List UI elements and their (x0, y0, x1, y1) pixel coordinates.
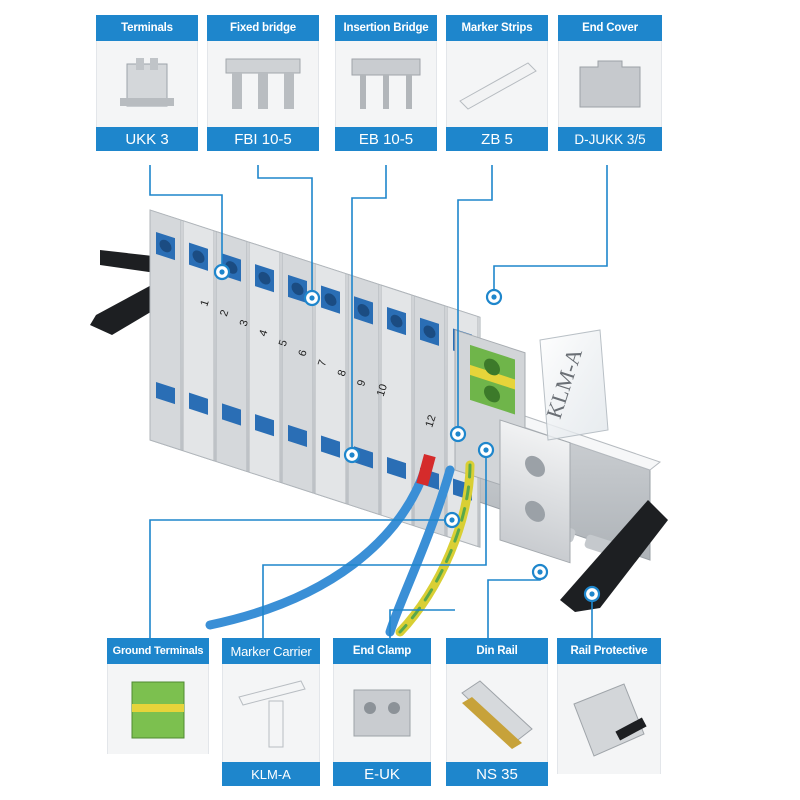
terminal-slice (215, 230, 248, 473)
card-code: EB 10-5 (335, 127, 437, 151)
card-fixed-bridge: Fixed bridge FBI 10-5 (207, 15, 319, 151)
terminal-number: 1 (198, 298, 211, 308)
card-rail-protective: Rail Protective (557, 638, 661, 774)
card-code: E-UK (333, 762, 431, 786)
card-end-clamp: End Clamp E-UK (333, 638, 431, 786)
leader-lines (149, 165, 608, 640)
card-din-rail: Din Rail NS 35 (446, 638, 548, 786)
ground-terminal (454, 329, 526, 494)
marker-carrier: KLM-A (539, 329, 609, 441)
card-code: KLM-A (222, 762, 320, 786)
card-code: D-JUKK 3/5 (558, 127, 662, 151)
terminal-number: 2 (218, 308, 231, 318)
marker-strip-thumbnail (446, 41, 548, 127)
terminal-number: 12 (423, 414, 438, 429)
card-title: Marker Strips (446, 15, 548, 41)
terminal-slice (248, 241, 281, 483)
card-title: End Clamp (333, 638, 431, 664)
card-code: UKK 3 (96, 127, 198, 151)
din-rail-thumbnail (446, 664, 548, 762)
card-title: Ground Terminals (107, 638, 209, 664)
fixed-bridge-thumbnail (207, 41, 319, 127)
terminal-block-row (149, 209, 481, 548)
ground-terminal-thumbnail (107, 664, 209, 754)
terminal-number: 4 (257, 328, 270, 338)
card-ground-terminals: Ground Terminals (107, 638, 209, 754)
card-title: Rail Protective (557, 638, 661, 664)
card-code: ZB 5 (446, 127, 548, 151)
terminal-thumbnail (96, 41, 198, 127)
card-terminals: Terminals UKK 3 (96, 15, 198, 151)
terminal-number: 3 (238, 318, 251, 328)
insertion-bridge-thumbnail (335, 41, 437, 127)
terminal-slice (380, 284, 413, 526)
card-code: NS 35 (446, 762, 548, 786)
card-title: End Cover (558, 15, 662, 41)
card-insertion-bridge: Insertion Bridge EB 10-5 (335, 15, 437, 151)
terminal-number: 7 (316, 358, 329, 368)
terminal-slice (149, 209, 182, 451)
terminal-number: 5 (277, 338, 290, 348)
end-clamp-thumbnail (333, 664, 431, 762)
card-title: Fixed bridge (207, 15, 319, 41)
marker-carrier-thumbnail (222, 664, 320, 762)
terminal-number: 10 (375, 383, 390, 398)
terminal-slice (182, 220, 215, 462)
card-end-cover: End Cover D-JUKK 3/5 (558, 15, 662, 151)
card-marker-strips: Marker Strips ZB 5 (446, 15, 548, 151)
card-title: Terminals (96, 15, 198, 41)
terminal-number: 6 (296, 348, 309, 358)
card-title: Insertion Bridge (335, 15, 437, 41)
terminal-number: 9 (355, 378, 368, 388)
terminal-slice (281, 252, 314, 494)
end-cover-thumbnail (558, 41, 662, 127)
terminal-slice (314, 262, 347, 505)
card-code: FBI 10-5 (207, 127, 319, 151)
card-title: Marker Carrier (222, 638, 320, 664)
rail-protective-right (560, 500, 668, 612)
end-clamp (499, 419, 571, 564)
terminal-number: 8 (336, 368, 349, 378)
card-marker-carrier: Marker Carrier KLM-A (222, 638, 320, 786)
card-title: Din Rail (446, 638, 548, 664)
rail-protective-thumbnail (557, 664, 661, 774)
